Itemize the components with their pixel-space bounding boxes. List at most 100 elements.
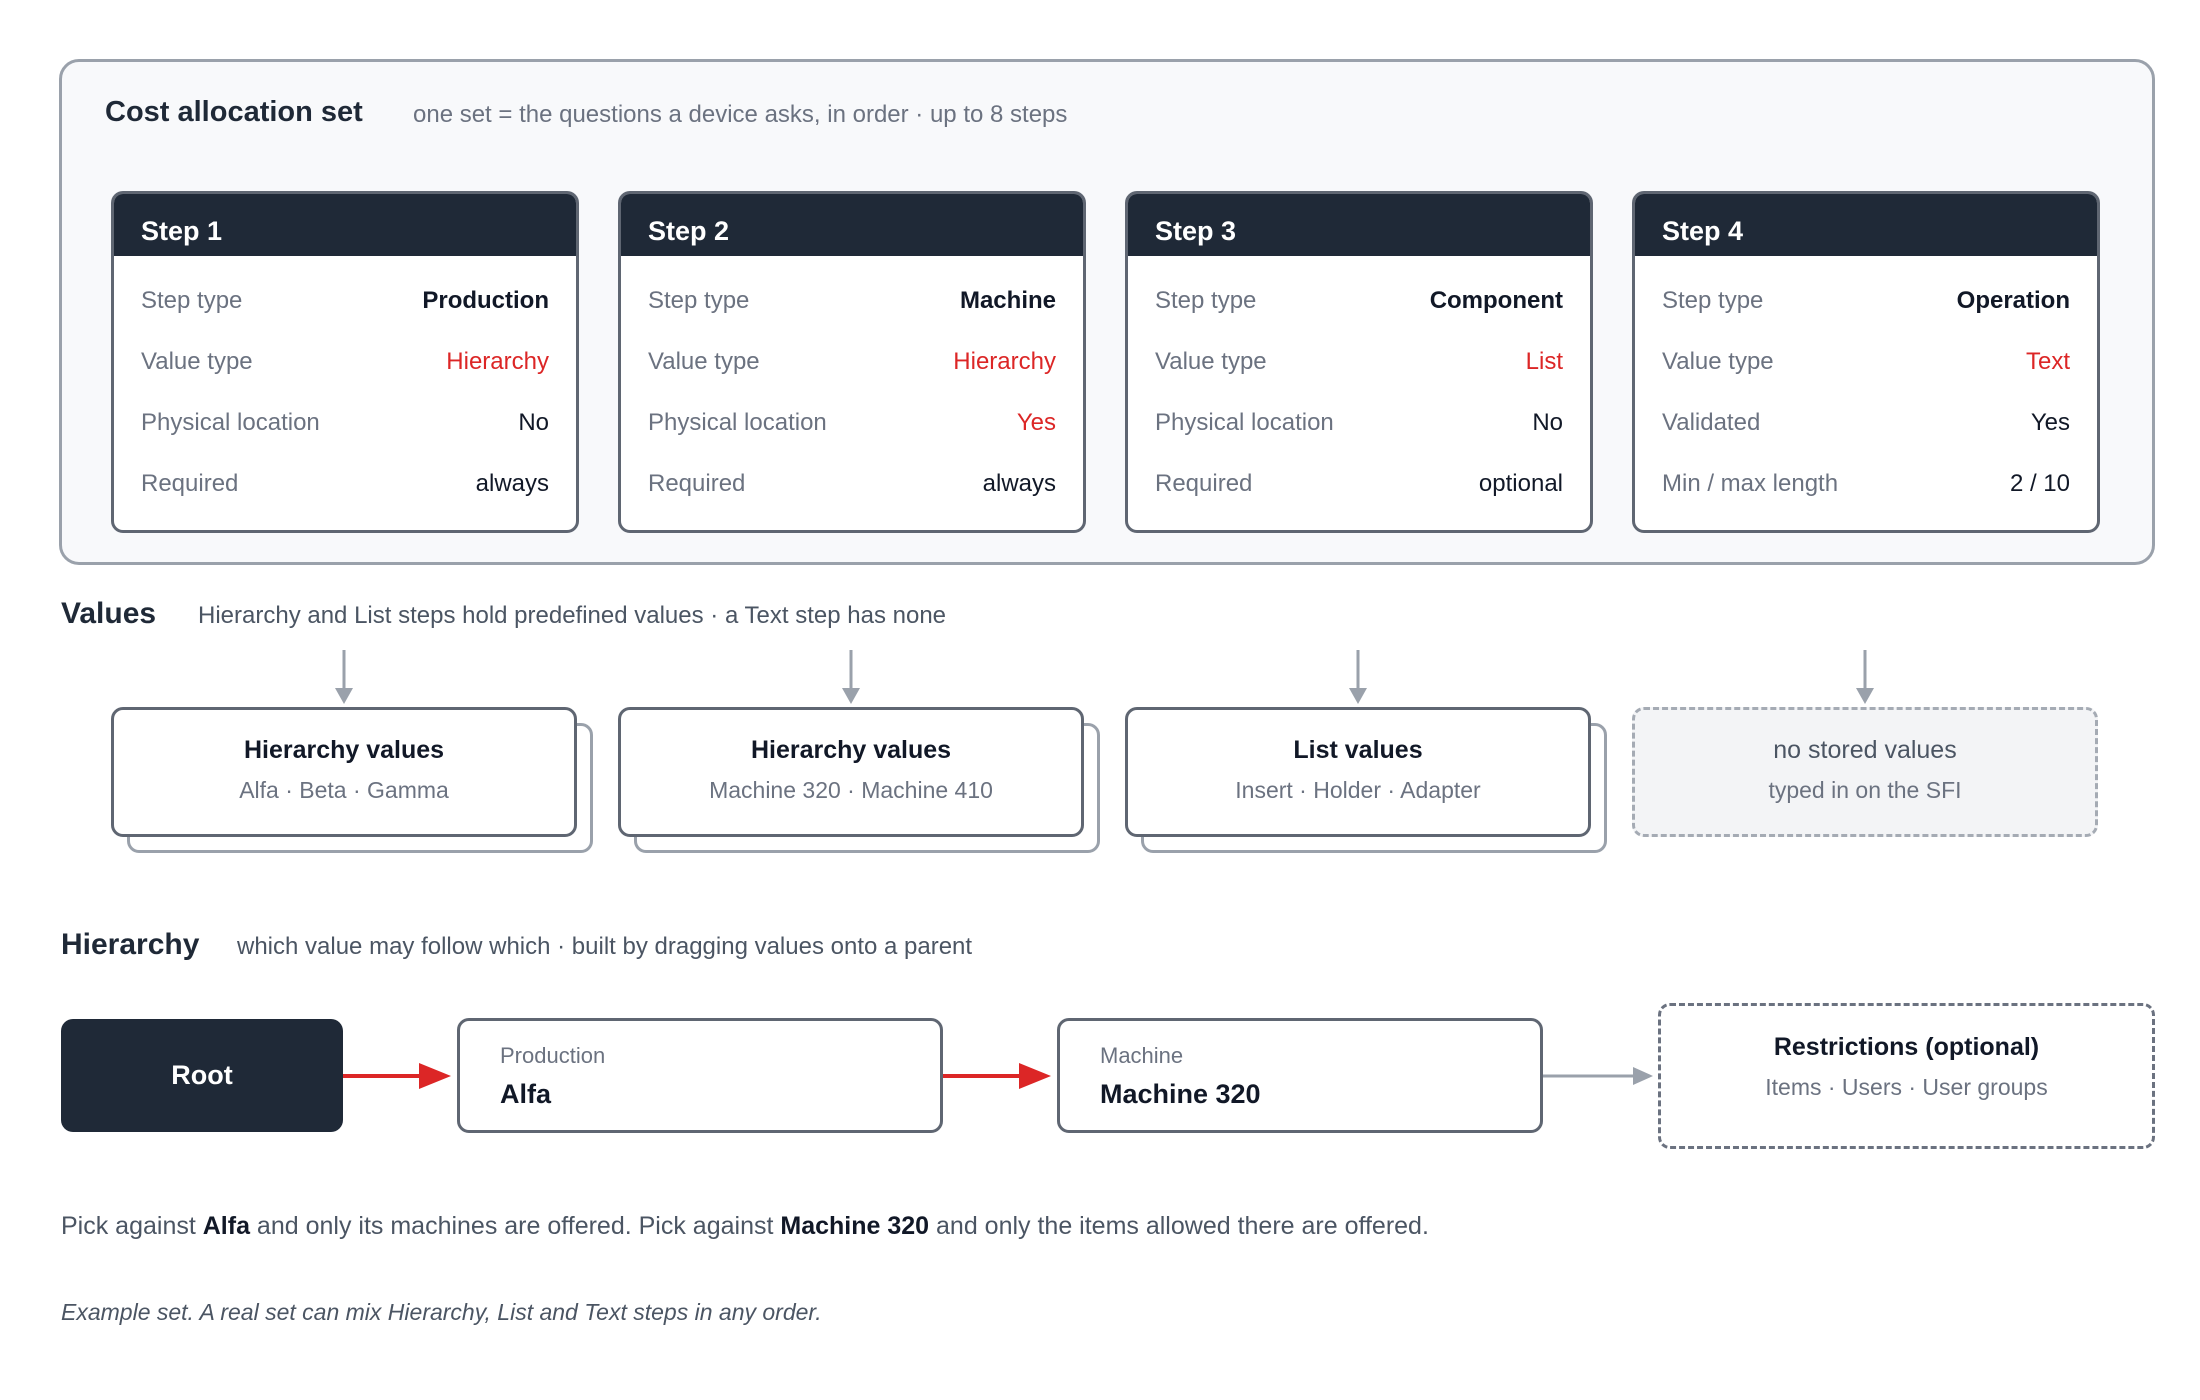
step-title: Step 3 (1128, 194, 1590, 256)
pick-explanation: Pick against Alfa and only its machines … (61, 1212, 1429, 1241)
hierarchy-node-label: Machine (1100, 1043, 1184, 1068)
row-value: Yes (2030, 409, 2070, 436)
value-card-empty: no stored values typed in on the SFI (1632, 707, 2098, 837)
hierarchy-section-title: Hierarchy (61, 928, 200, 961)
row-label: Value type (1662, 348, 1774, 375)
step-row: Step type Production (141, 283, 549, 319)
row-label: Physical location (1155, 409, 1334, 436)
value-card-items: Alfa · Beta · Gamma (239, 777, 449, 803)
step-row: Value type Hierarchy (141, 344, 549, 380)
row-value: 2 / 10 (2009, 470, 2070, 497)
step-row: Step type Machine (648, 283, 1056, 319)
arrow-right-icon (943, 1063, 1051, 1089)
arrow-right-icon (1543, 1067, 1653, 1085)
row-value: Operation (1956, 287, 2070, 314)
step-row: Physical location Yes (648, 405, 1056, 441)
step-row: Min / max length 2 / 10 (1662, 466, 2070, 502)
row-label: Physical location (141, 409, 320, 436)
row-value: Production (422, 287, 549, 314)
value-card: Hierarchy values Alfa · Beta · Gamma (111, 707, 577, 837)
value-card-title: List values (1293, 736, 1423, 764)
row-label: Value type (1155, 348, 1267, 375)
arrow-down-icon (1349, 650, 1367, 704)
row-value: No (1532, 409, 1563, 436)
step-card-1: Step 1 Step type Production Value type H… (111, 191, 579, 533)
value-card: Hierarchy values Machine 320 · Machine 4… (618, 707, 1084, 837)
step-row: Validated Yes (1662, 405, 2070, 441)
hierarchy-node-machine: Machine Machine 320 (1057, 1018, 1543, 1133)
row-label: Value type (648, 348, 760, 375)
row-label: Validated (1662, 409, 1761, 436)
step-title: Step 1 (114, 194, 576, 256)
row-value: Yes (1016, 409, 1056, 436)
row-value: Hierarchy (446, 348, 549, 375)
step-card-4: Step 4 Step type Operation Value type Te… (1632, 191, 2100, 533)
values-section-subtitle: Hierarchy and List steps hold predefined… (198, 602, 947, 629)
value-card-items: typed in on the SFI (1768, 777, 1962, 803)
row-label: Step type (648, 287, 750, 314)
value-card-items: Machine 320 · Machine 410 (709, 777, 993, 803)
value-card-title: no stored values (1773, 736, 1957, 764)
step-row: Physical location No (141, 405, 549, 441)
row-value: No (518, 409, 549, 436)
value-stack-3: List values Insert · Holder · Adapter (1125, 707, 1607, 853)
row-value: List (1525, 348, 1563, 375)
hierarchy-node-value: Alfa (500, 1079, 552, 1109)
row-label: Step type (1155, 287, 1257, 314)
step-row: Required optional (1155, 466, 1563, 502)
step-row: Step type Operation (1662, 283, 2070, 319)
footnote: Example set. A real set can mix Hierarch… (61, 1299, 822, 1325)
set-title: Cost allocation set (105, 96, 363, 128)
value-stack-2: Hierarchy values Machine 320 · Machine 4… (618, 707, 1100, 853)
hierarchy-node-value: Machine 320 (1100, 1079, 1261, 1109)
step-title: Step 2 (621, 194, 1083, 256)
value-stack-1: Hierarchy values Alfa · Beta · Gamma (111, 707, 593, 853)
arrow-right-icon (343, 1063, 451, 1089)
pick-text: Pick against (61, 1212, 203, 1240)
pick-text: and only the items allowed there are off… (929, 1212, 1429, 1240)
row-label: Physical location (648, 409, 827, 436)
value-card-title: Hierarchy values (243, 736, 445, 764)
step-card-2: Step 2 Step type Machine Value type Hier… (618, 191, 1086, 533)
row-label: Required (1155, 470, 1253, 497)
restrictions-node: Restrictions (optional) Items · Users · … (1658, 1003, 2155, 1149)
row-value: always (475, 470, 549, 497)
pick-value-machine: Machine 320 (780, 1212, 930, 1240)
step-card-3: Step 3 Step type Component Value type Li… (1125, 191, 1593, 533)
value-card: List values Insert · Holder · Adapter (1125, 707, 1591, 837)
row-value: Machine (959, 287, 1056, 314)
hierarchy-section-subtitle: which value may follow which · built by … (237, 933, 973, 960)
value-card-title: Hierarchy values (750, 736, 952, 764)
step-row: Required always (141, 466, 549, 502)
row-value: always (982, 470, 1056, 497)
arrow-down-icon (335, 650, 353, 704)
pick-value-alfa: Alfa (202, 1212, 250, 1240)
row-label: Required (648, 470, 746, 497)
restrictions-title: Restrictions (optional) (1773, 1033, 2040, 1061)
arrow-down-icon (842, 650, 860, 704)
step-row: Step type Component (1155, 283, 1563, 319)
step-row: Required always (648, 466, 1056, 502)
value-stack-4: no stored values typed in on the SFI (1632, 707, 2114, 853)
row-label: Value type (141, 348, 253, 375)
step-row: Value type List (1155, 344, 1563, 380)
row-value: Hierarchy (953, 348, 1056, 375)
row-value: optional (1478, 470, 1563, 497)
step-title: Step 4 (1635, 194, 2097, 256)
row-label: Required (141, 470, 239, 497)
arrow-down-icon (1856, 650, 1874, 704)
row-label: Step type (1662, 287, 1764, 314)
set-subtitle: one set = the questions a device asks, i… (413, 101, 1068, 128)
values-section-title: Values (61, 597, 157, 630)
hierarchy-node-label: Production (500, 1043, 606, 1068)
step-row: Physical location No (1155, 405, 1563, 441)
step-row: Value type Text (1662, 344, 2070, 380)
row-label: Step type (141, 287, 243, 314)
restrictions-items: Items · Users · User groups (1765, 1074, 2048, 1100)
value-card-items: Insert · Holder · Adapter (1235, 777, 1481, 803)
row-label: Min / max length (1662, 470, 1839, 497)
pick-text: and only its machines are offered. Pick … (249, 1212, 781, 1240)
hierarchy-root-node: Root (61, 1019, 343, 1132)
row-value: Component (1429, 287, 1563, 314)
row-value: Text (2025, 348, 2070, 375)
